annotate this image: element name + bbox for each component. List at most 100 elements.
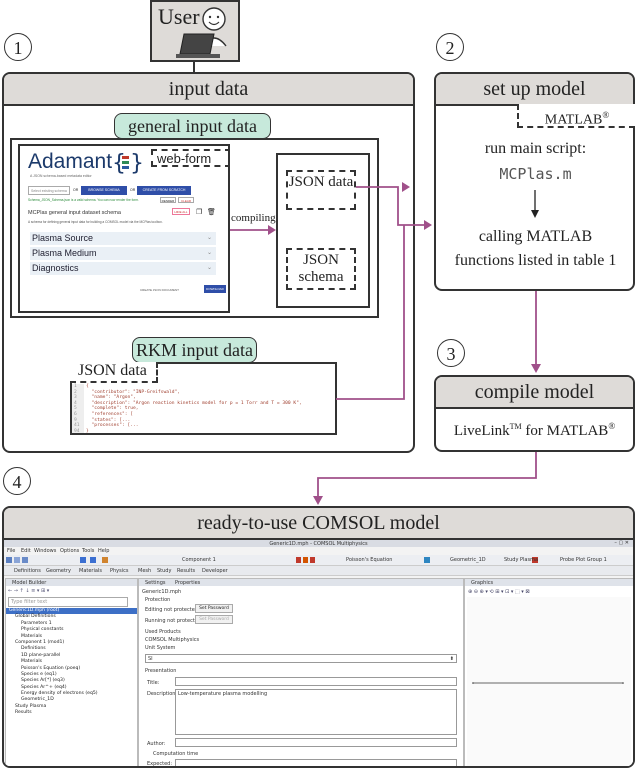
tree-item[interactable]: Species e (eq1) xyxy=(21,671,57,677)
unit-system-select[interactable]: SI ⬍ xyxy=(145,654,457,663)
code-line: 41 "processes": [... xyxy=(74,423,139,429)
tree-item[interactable]: Results xyxy=(15,710,32,716)
section-plasma-source[interactable]: Plasma Source⌄ xyxy=(30,232,216,245)
protection-section[interactable]: Protection xyxy=(145,597,171,603)
product-name: COMSOL Multiphysics xyxy=(145,637,200,643)
plot-group-dropdown[interactable]: Probe Plot Group 1 xyxy=(560,557,607,563)
code-line: 9 "states": [... xyxy=(74,417,131,423)
description-label: Description: xyxy=(147,691,178,697)
calling-line-1: calling MATLAB xyxy=(478,228,593,245)
settings-tab[interactable]: Settings xyxy=(145,580,166,586)
tree-item[interactable]: Definitions xyxy=(21,646,46,652)
menu-tools[interactable]: Tools xyxy=(82,548,95,554)
tree-item[interactable]: Energy density of electrons (eq5) xyxy=(21,691,98,697)
tab-definitions[interactable]: Definitions xyxy=(14,568,41,574)
main-script-name: MCPlas.m xyxy=(499,165,572,183)
graphics-canvas[interactable] xyxy=(467,597,631,766)
section-plasma-medium[interactable]: Plasma Medium⌄ xyxy=(30,247,216,260)
comsol-window: Generic1D.mph - COMSOL Multiphysics – ▢ … xyxy=(4,540,633,766)
menu-edit[interactable]: Edit xyxy=(21,548,31,554)
create-json-label: CREATE JSON DOCUMENT xyxy=(140,288,179,292)
tab-developer[interactable]: Developer xyxy=(202,568,228,574)
physics-dropdown[interactable]: Poisson's Equation xyxy=(346,557,393,563)
tree-item[interactable]: Species Ar^+ (eq4) xyxy=(21,684,67,690)
tree-item[interactable]: Generic1D.mph (root) xyxy=(6,608,137,615)
tab-materials[interactable]: Materials xyxy=(79,568,102,574)
graphics-header: Graphics xyxy=(465,579,633,586)
step-1-badge: 1 xyxy=(4,33,32,61)
editing-label: Editing not protected: xyxy=(145,607,200,613)
clear-button[interactable]: CLEAR xyxy=(178,197,194,203)
input-data-title: input data xyxy=(168,78,249,100)
used-products-section[interactable]: Used Products xyxy=(145,629,181,635)
tree-item[interactable]: Materials xyxy=(21,659,43,665)
tree-item[interactable]: 1D plane-parallel xyxy=(21,652,61,658)
menu-options[interactable]: Options xyxy=(60,548,80,554)
comsol-title: ready-to-use COMSOL model xyxy=(197,512,440,534)
window-controls[interactable]: – ▢ ✕ xyxy=(614,540,629,546)
json-data-box: JSON data xyxy=(286,170,356,210)
set-password-button-2[interactable]: Set Password xyxy=(195,615,233,624)
section-diagnostics[interactable]: Diagnostics⌄ xyxy=(30,262,216,275)
compiling-label: compiling xyxy=(231,212,276,224)
properties-tab[interactable]: Properties xyxy=(175,580,201,586)
presentation-section[interactable]: Presentation xyxy=(145,668,177,674)
tab-physics[interactable]: Physics xyxy=(110,568,129,574)
tree-item[interactable]: Physical constants xyxy=(21,627,64,633)
create-from-scratch-button[interactable]: CREATE FROM SCRATCH xyxy=(137,186,191,195)
input-data-header: input data xyxy=(4,74,413,106)
json-schema-box: JSON schema xyxy=(286,248,356,290)
schema-select[interactable]: Select existing schema xyxy=(28,186,70,195)
comsol-ribbon: Definitions Geometry Materials Physics M… xyxy=(4,566,633,576)
tree-item[interactable]: Geometric_1D xyxy=(21,697,54,703)
run-main-script-label: run main script: xyxy=(484,140,587,157)
menu-help[interactable]: Help xyxy=(98,548,110,554)
tree-item[interactable]: Global Definitions xyxy=(15,614,56,620)
download-button[interactable]: DOWNLOAD xyxy=(204,285,226,293)
compile-model-header: compile model xyxy=(436,377,633,409)
delete-icon[interactable]: 🗑 xyxy=(207,208,216,216)
step-2-badge: 2 xyxy=(436,33,464,61)
hide-all-button[interactable]: HIDE ALL xyxy=(172,208,190,215)
model-builder-tools[interactable]: ← → ↑ ↓ ≡ ▾ ⊞ ▾ xyxy=(8,588,50,594)
browse-schema-button[interactable]: BROWSE SCHEMA xyxy=(81,186,127,195)
setup-model-header: set up model xyxy=(436,74,633,106)
rkm-json-label-box: JSON data xyxy=(70,362,158,383)
study-dropdown[interactable]: Study Plasma xyxy=(504,557,539,563)
tree-item[interactable]: Study Plasma xyxy=(15,703,47,709)
graphics-pane: Graphics ⊕ ⊖ ⊕ ▾ ⟲ ⊞ ▾ ⊡ ▾ ⬚ ▾ ⊠ xyxy=(464,578,633,766)
graphics-toolbar[interactable]: ⊕ ⊖ ⊕ ▾ ⟲ ⊞ ▾ ⊡ ▾ ⬚ ▾ ⊠ xyxy=(468,589,530,595)
toolbar-icons[interactable] xyxy=(6,556,626,564)
tab-mesh[interactable]: Mesh xyxy=(138,568,152,574)
adamant-tagline: A JSON schema-based metadata editor xyxy=(30,174,92,178)
description-textarea[interactable]: Low-temperature plasma modelling xyxy=(175,689,457,735)
geometry-dropdown[interactable]: Geometric_1D xyxy=(450,557,486,563)
tab-geometry[interactable]: Geometry xyxy=(46,568,71,574)
expected-input[interactable] xyxy=(175,759,457,766)
geometry-line xyxy=(472,682,624,684)
code-line: 3 "name": "Argon", xyxy=(74,395,136,401)
render-button[interactable]: RENDER xyxy=(160,197,176,203)
comsol-menubar: File Edit Windows Options Tools Help xyxy=(4,547,633,555)
menu-windows[interactable]: Windows xyxy=(34,548,57,554)
tab-results[interactable]: Results xyxy=(177,568,196,574)
filter-input[interactable]: Type filter text xyxy=(8,597,128,607)
set-password-button-1[interactable]: Set Password xyxy=(195,604,233,613)
unit-system-section[interactable]: Unit System xyxy=(145,645,176,651)
menu-file[interactable]: File xyxy=(7,548,16,554)
author-input[interactable] xyxy=(175,738,457,747)
copy-icon[interactable]: ❐ xyxy=(196,208,203,216)
code-line: 2 "contributor": "INP-Greifswald", xyxy=(74,389,181,395)
svg-text:}: } xyxy=(130,151,142,176)
tree-item[interactable]: Materials xyxy=(21,633,43,639)
tree-item[interactable]: Component 1 (mod1) xyxy=(15,639,65,645)
tree-item[interactable]: Parameters 1 xyxy=(21,620,52,626)
tab-study[interactable]: Study xyxy=(157,568,172,574)
tree-item[interactable]: Poisson's Equation (poeq) xyxy=(21,665,81,671)
general-input-label: general input data xyxy=(114,113,271,139)
title-input[interactable] xyxy=(175,677,457,686)
component-dropdown[interactable]: Component 1 xyxy=(182,557,216,563)
code-line: 4 "description": "Argon reaction kinetic… xyxy=(74,400,302,406)
user-label: User xyxy=(158,4,200,29)
tree-item[interactable]: Species Ar[*] (eq3) xyxy=(21,678,65,684)
